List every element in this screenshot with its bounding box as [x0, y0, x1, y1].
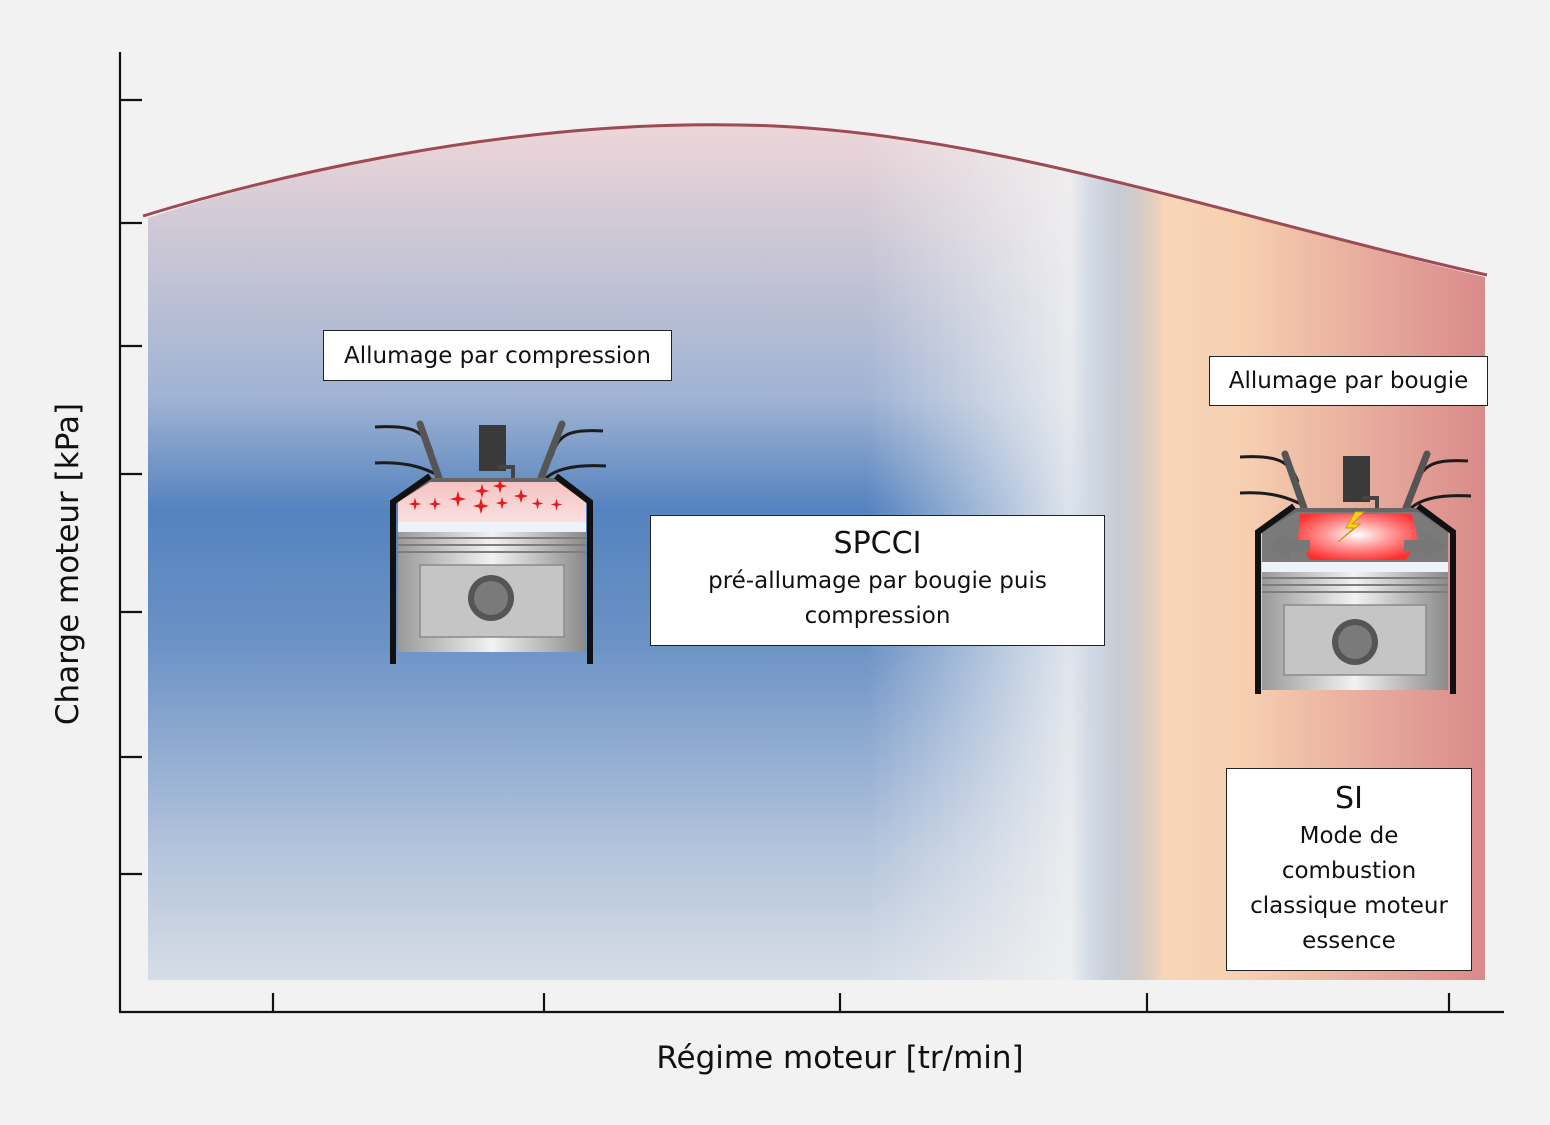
- piston-spark-icon: [1239, 450, 1472, 694]
- axes: [118, 52, 1504, 1014]
- y-axis-title: Charge moteur [kPa]: [50, 402, 86, 726]
- spark-ignition-label: Allumage par bougie: [1209, 356, 1488, 406]
- spcci-description: pré-allumage par bougie puis compression: [708, 568, 1047, 629]
- si-box: SI Mode de combustion classique moteur e…: [1226, 768, 1472, 971]
- spcci-title: SPCCI: [833, 526, 922, 561]
- spark-ignition-text: Allumage par bougie: [1228, 368, 1469, 394]
- piston-compression-icon: [374, 420, 607, 664]
- full-load-curve: [142, 123, 1488, 277]
- compression-ignition-label: Allumage par compression: [323, 330, 672, 381]
- si-description: Mode de combustion classique moteur esse…: [1250, 823, 1448, 954]
- compression-ignition-text: Allumage par compression: [344, 343, 651, 369]
- x-axis-title: Régime moteur [tr/min]: [656, 1040, 1024, 1076]
- si-title: SI: [1335, 781, 1363, 816]
- spcci-box: SPCCI pré-allumage par bougie puis compr…: [650, 515, 1105, 646]
